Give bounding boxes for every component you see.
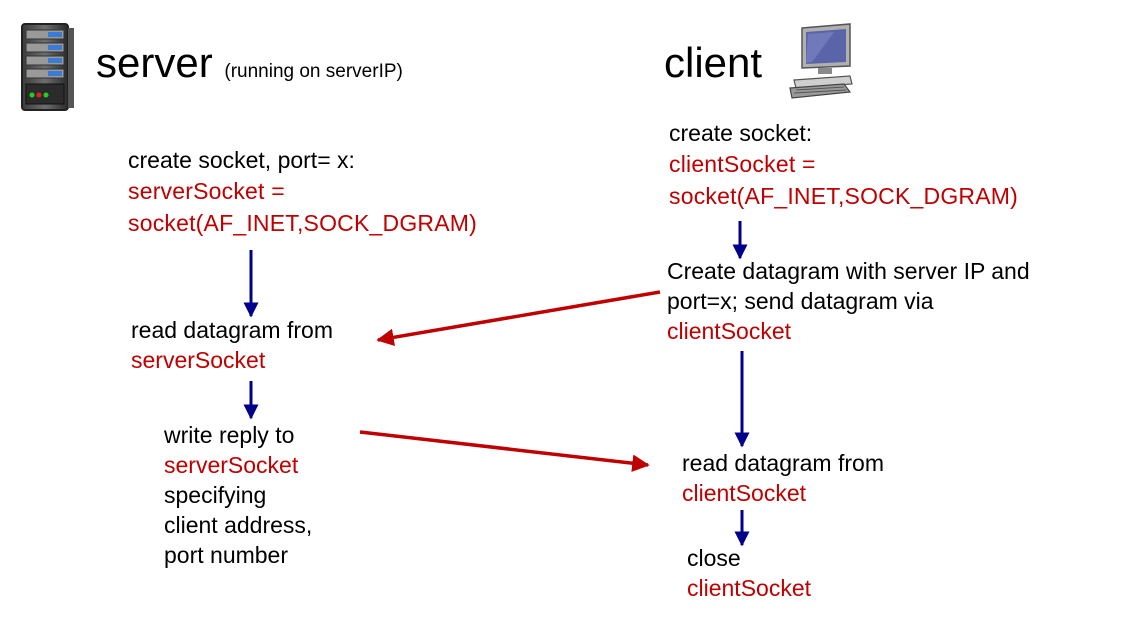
server-read-block: read datagram from serverSocket	[131, 315, 333, 375]
server-read-code: serverSocket	[131, 347, 266, 373]
server-create-socket-code-1: serverSocket =	[128, 178, 285, 204]
server-create-socket-code-2: socket(AF_INET,SOCK_DGRAM)	[128, 210, 477, 236]
client-read-code: clientSocket	[682, 480, 807, 506]
client-send-block: Create datagram with server IP and port=…	[667, 256, 1030, 346]
client-title: client	[664, 39, 763, 86]
server-write-code: serverSocket	[164, 452, 299, 478]
client-close-code: clientSocket	[687, 575, 812, 601]
reply-datagram-arrow	[359, 430, 650, 472]
server-write-block: write reply to serverSocket specifying c…	[164, 420, 312, 570]
client-close-block: close clientSocket	[687, 543, 811, 603]
desktop-computer-icon	[789, 23, 853, 99]
client-read-block: read datagram from clientSocket	[682, 448, 884, 508]
server-rack-icon	[21, 23, 74, 111]
server-create-socket-block: create socket, port= x: serverSocket = s…	[128, 145, 477, 239]
client-read-label: read datagram from	[682, 450, 884, 476]
client-send-line-1: Create datagram with server IP and	[667, 258, 1030, 284]
client-create-socket-code-1: clientSocket =	[669, 151, 816, 177]
server-write-line-3: client address,	[164, 512, 313, 538]
server-title-text: server	[96, 39, 213, 86]
client-close-label: close	[687, 545, 741, 571]
server-write-line-2: specifying	[164, 482, 267, 508]
server-write-line-4: port number	[164, 542, 289, 568]
client-send-code: clientSocket	[667, 318, 792, 344]
server-note: (running on serverIP)	[224, 61, 403, 82]
server-read-label: read datagram from	[131, 317, 333, 343]
request-datagram-arrow	[376, 290, 661, 346]
client-create-socket-label: create socket:	[669, 120, 813, 146]
server-write-label: write reply to	[164, 422, 295, 448]
server-title: server (running on serverIP)	[96, 38, 403, 97]
server-create-socket-label: create socket, port= x:	[128, 147, 355, 173]
client-create-socket-code-2: socket(AF_INET,SOCK_DGRAM)	[669, 183, 1018, 209]
client-create-socket-block: create socket: clientSocket = socket(AF_…	[669, 118, 1018, 212]
client-send-line-2: port=x; send datagram via	[667, 288, 934, 314]
